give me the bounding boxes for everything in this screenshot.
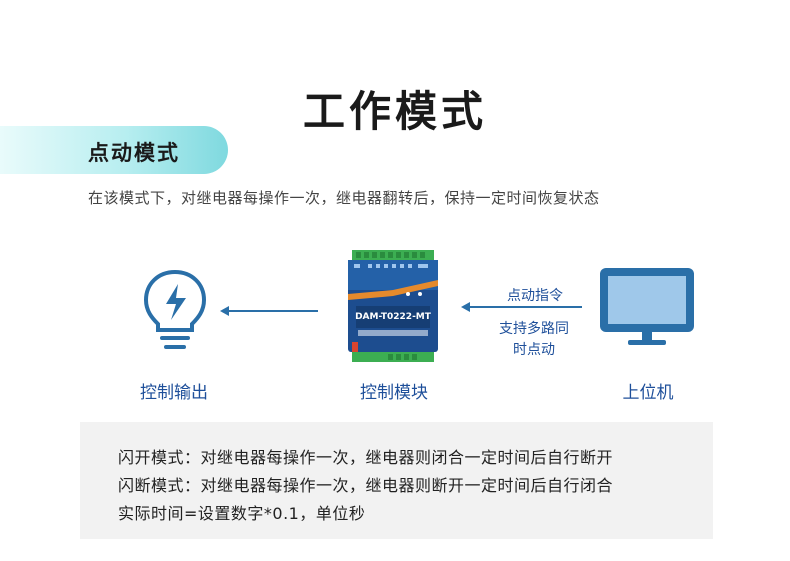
- mode-description: 在该模式下，对继电器每操作一次，继电器翻转后，保持一定时间恢复状态: [88, 189, 600, 207]
- note-flash-close: 闪断模式：对继电器每操作一次，继电器则断开一定时间后自行闭合: [118, 476, 614, 495]
- arrow-line-output: [228, 310, 318, 312]
- arrow-head-left-2: [461, 302, 470, 312]
- arrow-head-left: [220, 306, 229, 316]
- command-detail-line1: 支持多路同: [499, 321, 569, 337]
- module-label: 控制模块: [360, 383, 428, 403]
- page-title: 工作模式: [302, 87, 487, 136]
- command-detail-line2: 时点动: [513, 342, 555, 358]
- monitor-icon: [598, 266, 696, 348]
- command-label: 点动指令: [507, 288, 563, 304]
- lightbulb-bolt-icon: [140, 268, 210, 356]
- output-label: 控制输出: [140, 383, 208, 403]
- relay-module-image: DAM-T0222-MT: [348, 250, 438, 362]
- device-model-label: DAM-T0222-MT: [355, 312, 431, 322]
- arrow-line-command: [469, 306, 582, 308]
- host-label: 上位机: [622, 383, 674, 403]
- mode-title: 点动模式: [88, 141, 180, 165]
- note-time-formula: 实际时间=设置数字*0.1，单位秒: [118, 504, 366, 523]
- notes-panel: [80, 422, 713, 539]
- mode-banner: [0, 126, 228, 174]
- note-flash-open: 闪开模式：对继电器每操作一次，继电器则闭合一定时间后自行断开: [118, 448, 614, 467]
